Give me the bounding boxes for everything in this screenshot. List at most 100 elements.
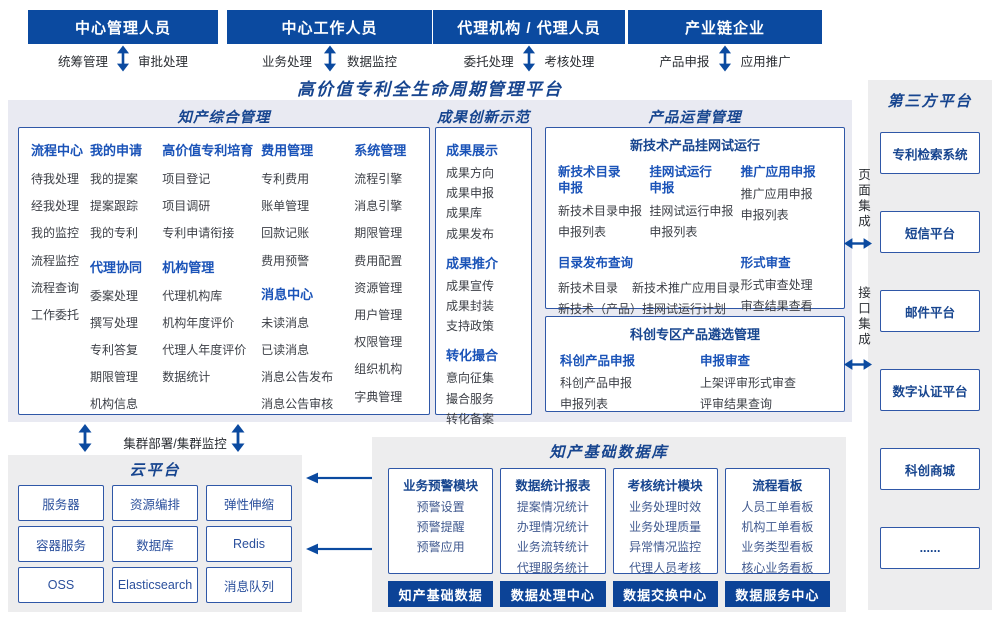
menu-item: 工作委托 (31, 307, 80, 322)
menu-item: 提案情况统计 (516, 500, 589, 514)
menu-item: 成果封装 (446, 298, 495, 313)
role-title: 中心工作人员 (227, 10, 432, 44)
third-party-box: 短信平台 (880, 211, 980, 253)
menu-item: 代理服务统计 (516, 560, 589, 575)
menu-item: 资源管理 (354, 280, 403, 295)
third-party-box: 专利检索系统 (880, 132, 980, 174)
api-integration-label: 接口集成 (856, 286, 870, 348)
group-header: 成果展示 (446, 143, 499, 158)
cloud-service-box: OSS (18, 567, 104, 603)
role-function-label: 考核处理 (544, 54, 595, 69)
ip-base-database-panel: 知产基础数据库 业务预警模块 预警设置预警提醒预警应用 数据统计报表 提案情况统… (372, 437, 846, 612)
module-header: 流程看板 (752, 479, 803, 493)
menu-item: 费用配置 (354, 253, 403, 268)
menu-item: 申报列表 (740, 208, 789, 223)
db-center-button: 数据处理中心 (500, 581, 606, 607)
menu-item: 回款记账 (261, 226, 310, 241)
role-function-label: 数据监控 (346, 54, 397, 69)
menu-item: 预警设置 (416, 500, 465, 514)
menu-column: 高价值专利培育 项目登记项目调研专利申请衔接 机构管理 代理机构库机构年度评价代… (162, 138, 261, 414)
menu-item: 费用预警 (261, 253, 310, 268)
cloud-service-box: Redis (206, 526, 292, 562)
menu-item: 未读消息 (261, 315, 310, 330)
role-center-manager: 中心管理人员 统筹管理 审批处理 (28, 10, 218, 72)
role-function-label: 产品申报 (659, 54, 710, 69)
menu-item: 申报列表 (558, 224, 607, 239)
menu-item: 项目登记 (162, 172, 211, 186)
menu-item: 机构工单看板 (741, 520, 814, 535)
menu-item: 我的提案 (89, 172, 138, 186)
cloud-service-box: 资源编排 (112, 485, 198, 521)
product-group: 挂网试运行申报 挂网试运行申报申报列表 (649, 160, 740, 247)
group-header: 转化撮合 (446, 348, 499, 364)
menu-item: 业务流转统计 (516, 540, 589, 555)
menu-item: 支持政策 (446, 319, 495, 334)
product-group: 目录发布查询 新技术目录新技术推广应用目录新技术（产品）挂网试运行计划 (558, 251, 741, 322)
product-group: 科创产品申报 科创产品申报申报列表 (560, 349, 700, 420)
third-party-box: ...... (880, 527, 980, 569)
third-party-box: 数字认证平台 (880, 369, 980, 411)
menu-item: 撰写处理 (89, 315, 138, 330)
ip-management-box: 流程中心 待我处理经我处理我的监控流程监控流程查询工作委托 我的申请 我的提案提… (18, 127, 430, 415)
arrow-left-icon (306, 472, 386, 484)
menu-item: 推广应用申报 (740, 187, 813, 202)
role-title: 中心管理人员 (28, 10, 218, 44)
group-header: 代理协同 (89, 259, 142, 275)
menu-item: 成果库 (446, 206, 483, 221)
menu-item: 成果申报 (446, 186, 495, 201)
menu-item: 代理人年度评价 (162, 342, 247, 357)
menu-column: 我的申请 我的提案提案跟踪我的专利 代理协同 委案处理撰写处理专利答复期限管理机… (90, 138, 162, 414)
double-arrow-vertical-icon (116, 45, 130, 72)
double-arrow-vertical-icon (522, 45, 536, 72)
menu-item: 提案跟踪 (89, 199, 138, 214)
double-arrow-vertical-icon (231, 423, 245, 453)
menu-item: 权限管理 (354, 335, 403, 350)
menu-item: 消息公告审核 (261, 397, 334, 412)
menu-item: 科创产品申报 (560, 376, 633, 391)
menu-item: 异常情况监控 (629, 540, 702, 555)
cloud-service-box: Elasticsearch (112, 567, 198, 603)
menu-item: 预警应用 (416, 540, 465, 555)
menu-item: 流程查询 (31, 280, 80, 295)
module-header: 考核统计模块 (627, 479, 703, 493)
double-arrow-vertical-icon (78, 423, 92, 453)
menu-item: 形式审查处理 (740, 278, 813, 293)
menu-column: 流程中心 待我处理经我处理我的监控流程监控流程查询工作委托 (31, 138, 90, 414)
role-function-label: 审批处理 (137, 54, 188, 69)
menu-item: 审查结果查看 (740, 299, 813, 314)
menu-column: 费用管理 专利费用账单管理回款记账费用预警 消息中心 未读消息已读消息消息公告发… (261, 138, 354, 414)
group-header: 流程中心 (31, 143, 84, 158)
menu-item: 新技术（产品）挂网试运行计划 (558, 302, 727, 317)
menu-item: 申报列表 (649, 224, 698, 239)
section-title-ip-management: 知产综合管理 (177, 110, 271, 126)
new-tech-trial-box: 新技术产品挂网试运行 新技术目录申报 新技术目录申报申报列表 挂网试运行申报 挂… (545, 127, 845, 316)
menu-item: 字典管理 (354, 389, 403, 404)
menu-item: 期限管理 (89, 370, 138, 385)
menu-item: 预警提醒 (416, 520, 465, 535)
group-header: 消息中心 (261, 286, 314, 302)
menu-item: 专利费用 (261, 172, 310, 186)
menu-item: 成果方向 (446, 166, 495, 180)
group-header: 科创产品申报 (560, 354, 636, 368)
menu-item: 代理人员考核 (629, 560, 702, 575)
role-function-label: 应用推广 (740, 54, 791, 69)
group-header: 机构管理 (162, 259, 215, 275)
menu-item: 核心业务看板 (741, 560, 814, 575)
menu-item: 上架评审形式审查 (700, 376, 797, 391)
panel-title: 第三方平台 (887, 93, 973, 110)
role-title: 产业链企业 (628, 10, 822, 44)
menu-item: 专利答复 (89, 342, 138, 357)
menu-item: 委案处理 (89, 288, 138, 303)
menu-item: 组织机构 (354, 362, 403, 377)
menu-item: 新技术推广应用目录 (632, 281, 741, 296)
menu-item: 代理机构库 (162, 288, 223, 303)
group-header: 成果推介 (446, 255, 499, 271)
menu-item: 已读消息 (261, 342, 310, 357)
role-title: 代理机构 / 代理人员 (433, 10, 625, 44)
double-arrow-vertical-icon (718, 45, 732, 72)
role-agency: 代理机构 / 代理人员 委托处理 考核处理 (433, 10, 625, 72)
module-header: 数据统计报表 (515, 479, 591, 493)
cloud-service-box: 服务器 (18, 485, 104, 521)
db-module: 数据统计报表 提案情况统计办理情况统计业务流转统计代理服务统计 (500, 468, 606, 575)
